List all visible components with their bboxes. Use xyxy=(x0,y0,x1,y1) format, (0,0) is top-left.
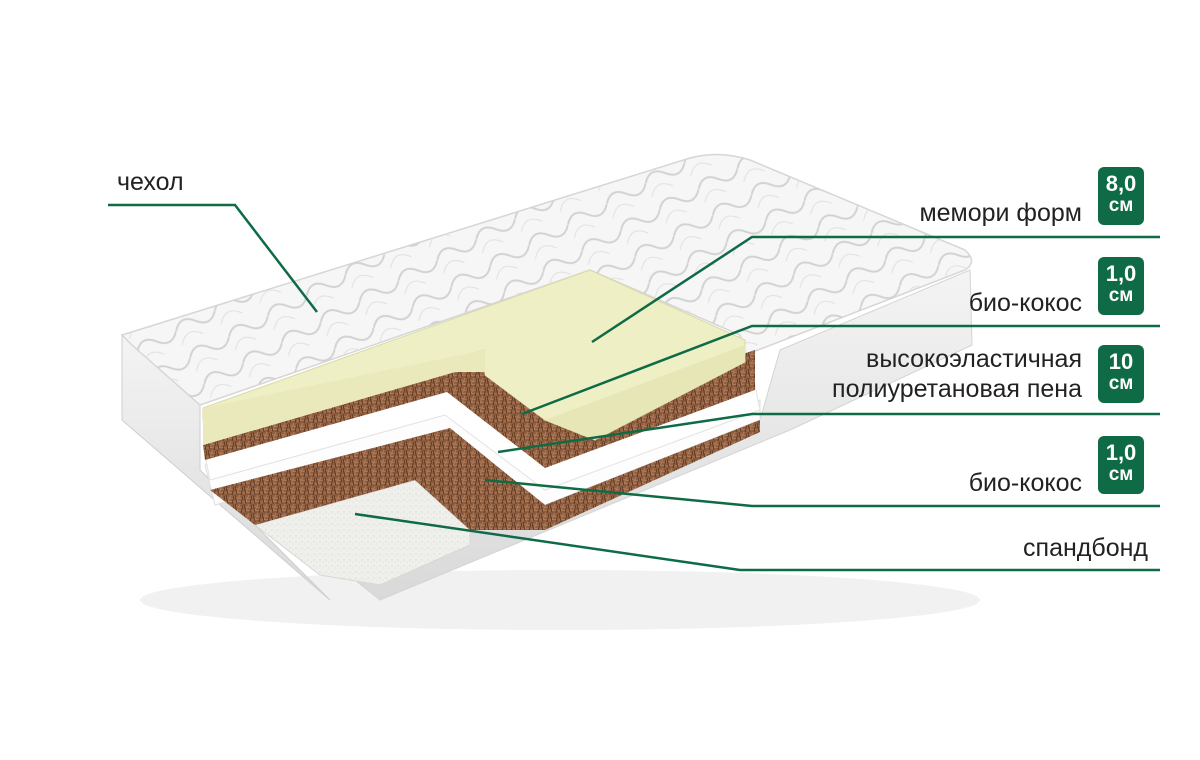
leader-line-bio-coconut-top xyxy=(521,324,1160,416)
badge-ha-foam: 10 см xyxy=(1098,345,1144,403)
badge-memory-foam-unit: см xyxy=(1108,195,1134,216)
memory-foam-right-front xyxy=(545,345,745,440)
mattress-top-quilting xyxy=(122,154,972,405)
bio-coconut-bottom-layer xyxy=(210,420,760,530)
label-cover: чехол xyxy=(117,168,184,196)
leader-line-bio-coconut-bottom xyxy=(484,478,1160,508)
leader-lines xyxy=(108,203,1160,572)
badge-bio-coconut-bottom-value: 1,0 xyxy=(1105,440,1137,465)
badge-bio-coconut-top: 1,0 см xyxy=(1098,257,1144,315)
badge-ha-foam-unit: см xyxy=(1108,373,1134,394)
leader-line-spunbond xyxy=(354,512,1160,572)
badge-bio-coconut-bottom-unit: см xyxy=(1108,464,1134,485)
memory-foam-front xyxy=(203,350,485,445)
memory-foam-inner-step xyxy=(485,330,740,420)
badge-bio-coconut-top-value: 1,0 xyxy=(1105,261,1137,286)
label-spunbond: спандбонд xyxy=(1023,534,1148,562)
badge-memory-foam: 8,0 см xyxy=(1098,167,1144,225)
mattress xyxy=(120,153,980,630)
label-bio-coconut-top: био-кокос xyxy=(968,289,1082,317)
mattress-shadow xyxy=(140,570,980,630)
label-bio-coconut-bottom: био-кокос xyxy=(968,469,1082,497)
label-ha-foam-line1: высокоэластичная xyxy=(866,345,1082,373)
bio-coconut-top-layer xyxy=(203,350,755,468)
label-ha-foam-line2: полиуретановая пена xyxy=(832,375,1082,403)
label-memory-foam: мемори форм xyxy=(919,199,1082,227)
leader-line-cover xyxy=(108,203,318,313)
badge-memory-foam-value: 8,0 xyxy=(1105,171,1137,196)
leader-line-ha-foam xyxy=(497,412,1160,454)
badge-bio-coconut-bottom: 1,0 см xyxy=(1098,436,1144,494)
badge-bio-coconut-top-unit: см xyxy=(1108,285,1134,306)
badge-ha-foam-value: 10 xyxy=(1108,349,1134,374)
leader-line-memory-foam xyxy=(591,235,1160,344)
